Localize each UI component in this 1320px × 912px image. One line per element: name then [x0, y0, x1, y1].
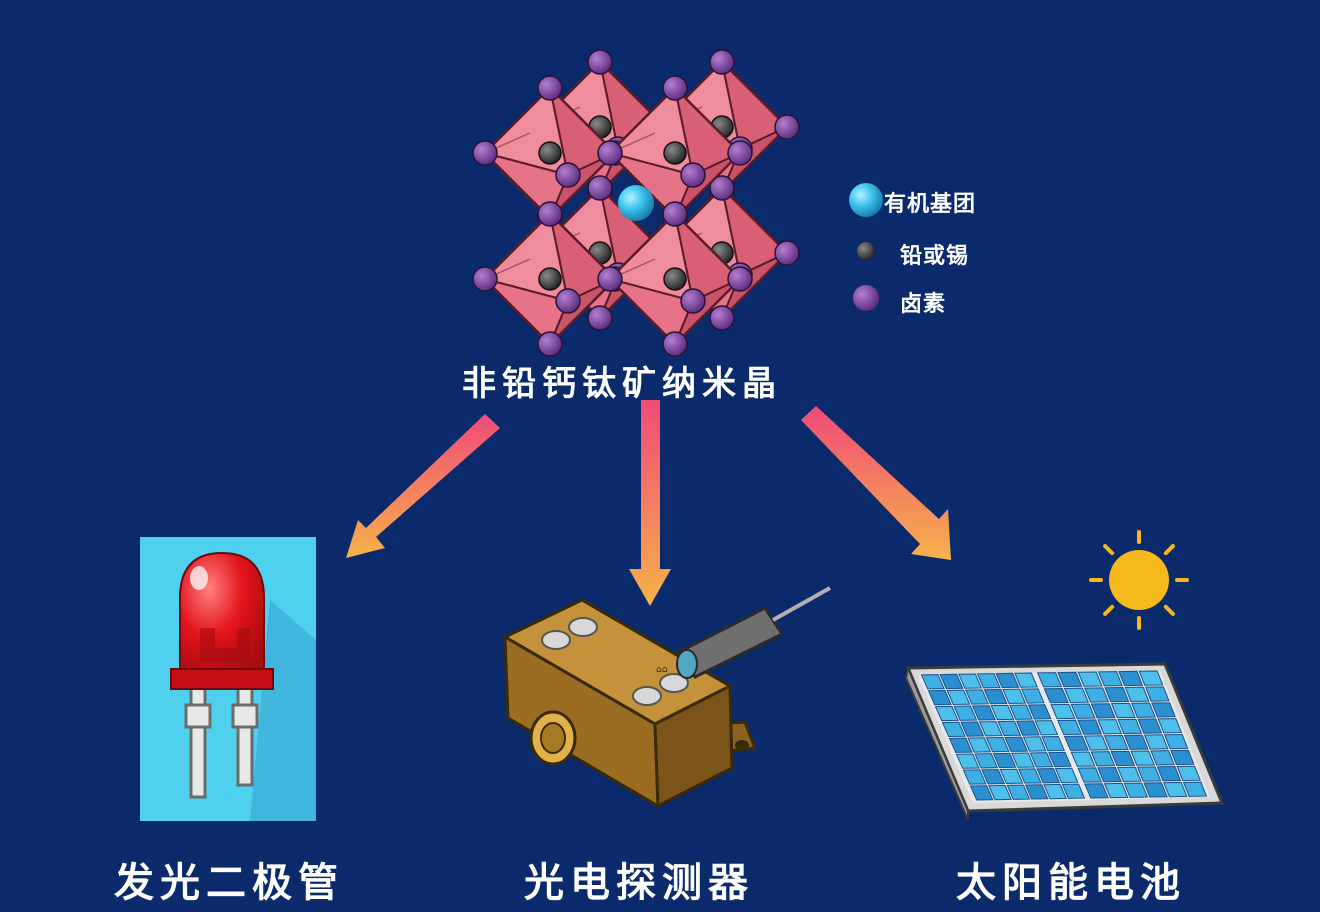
organic-group-atom — [618, 185, 654, 221]
application-label-photodetector: 光电探测器 — [524, 860, 754, 906]
application-label-led: 发光二极管 — [114, 860, 344, 906]
legend — [849, 183, 883, 311]
arrow-to-led — [346, 414, 500, 558]
arrow-to-solar-cell — [801, 406, 951, 560]
legend-label-lead-or-tin: 铅或锡 — [900, 244, 970, 269]
perovskite-crystal-structure — [472, 49, 800, 357]
arrow-to-photodetector — [629, 400, 671, 606]
sun-icon — [1089, 530, 1189, 630]
led-icon — [140, 537, 316, 821]
legend-label-halogen: 卤素 — [900, 292, 947, 317]
legend-label-organic-group: 有机基团 — [884, 192, 977, 217]
octahedron-front-left-bottom — [472, 201, 628, 357]
application-label-solar-cell: 太阳能电池 — [956, 860, 1186, 906]
octahedron-front-right-bottom — [597, 201, 753, 357]
halogen-icon — [853, 285, 879, 311]
crystal-title: 非铅钙钛矿纳米晶 — [462, 364, 782, 404]
solar-panel-icon — [904, 662, 1225, 821]
organic-group-icon — [849, 183, 883, 217]
lead-or-tin-icon — [857, 242, 875, 260]
svg-text:⌂⌂: ⌂⌂ — [656, 665, 668, 675]
photodetector-icon: ⌂⌂ — [501, 586, 831, 809]
